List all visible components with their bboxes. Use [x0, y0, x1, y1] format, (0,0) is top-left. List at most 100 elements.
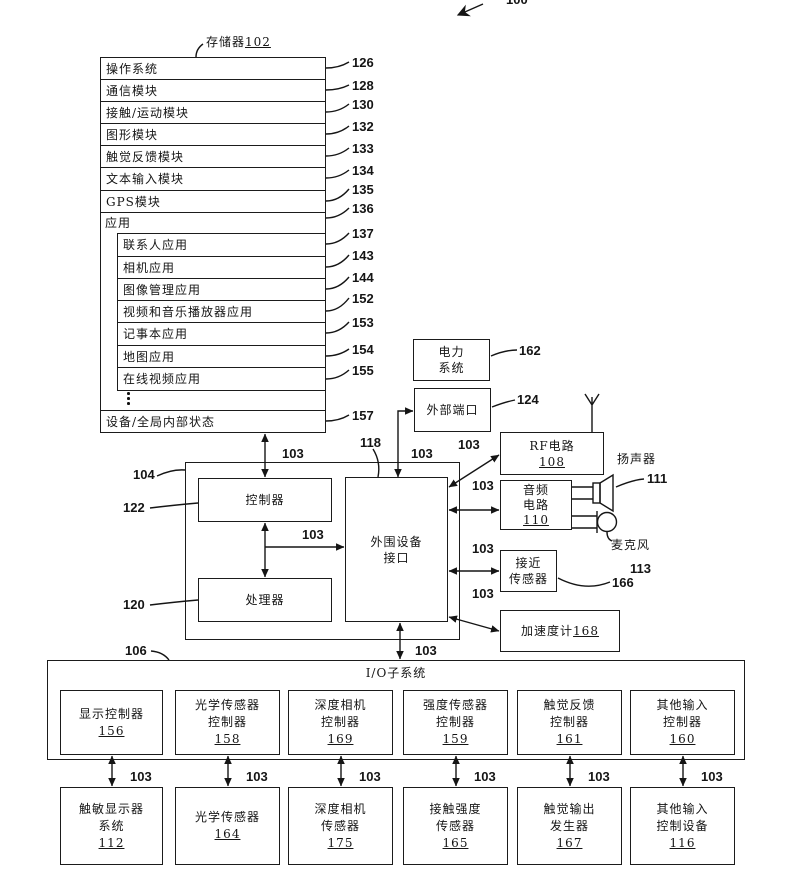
antenna-icon — [585, 394, 599, 432]
ref-gps-module: 135 — [352, 182, 374, 197]
memory-row-graphics-module: 图形模块 — [100, 123, 326, 146]
controller-ref: 161 — [557, 731, 583, 748]
device-line: 光学传感器 — [195, 809, 260, 826]
memory-ref-leaders — [326, 62, 349, 421]
ref-graphics-module: 132 — [352, 119, 374, 134]
leader-137 — [326, 233, 349, 244]
leader-124 — [492, 400, 515, 407]
other-input-controller-box: 其他输入 控制器 160 — [630, 690, 735, 755]
optical-sensor-box: 光学传感器 164 — [175, 787, 280, 865]
app-contacts: 联系人应用 — [117, 233, 326, 257]
processor-label: 处理器 — [245, 592, 284, 608]
optical-sensor-controller-box: 光学传感器 控制器 158 — [175, 690, 280, 755]
leader-154 — [326, 349, 349, 356]
ref-microphone: 113 — [630, 561, 651, 576]
figure-ref: 100 — [506, 0, 528, 7]
ref-speaker: 111 — [647, 471, 667, 486]
ref-chip: 104 — [133, 467, 155, 482]
device-line: 触觉输出 — [543, 801, 595, 818]
app-label: 在线视频应用 — [123, 371, 201, 387]
ref-operating-system: 126 — [352, 55, 374, 70]
microphone-label: 麦克风 — [611, 537, 650, 553]
module-label: 操作系统 — [106, 61, 158, 77]
device-ref: 164 — [215, 826, 241, 843]
module-label: 接触/运动模块 — [106, 105, 189, 121]
leader-126 — [326, 62, 349, 68]
ref-app-video-music-player: 152 — [352, 291, 374, 306]
device-line: 接触强度 — [429, 801, 481, 818]
bus-label-controller-processor: 103 — [302, 527, 324, 542]
bus-label-accelerometer: 103 — [472, 586, 494, 601]
audio-circuitry-ref: 110 — [523, 513, 549, 528]
app-label: 相机应用 — [123, 260, 175, 276]
memory-row-contact-motion-module: 接触/运动模块 — [100, 101, 326, 124]
bus-label-memory: 103 — [282, 446, 304, 461]
haptic-feedback-controller-box: 触觉反馈 控制器 161 — [517, 690, 622, 755]
controller-line: 触觉反馈 — [543, 697, 595, 714]
device-ref: 165 — [443, 835, 469, 852]
bus-label-intensity: 103 — [474, 769, 496, 784]
ref-communication-module: 128 — [352, 78, 374, 93]
controller-line: 控制器 — [436, 714, 475, 731]
ref-haptic-feedback-module: 133 — [352, 141, 374, 156]
microphone-icon — [597, 511, 617, 533]
audio-circuitry-line-1: 音频 — [523, 483, 549, 498]
controller-label: 控制器 — [245, 492, 284, 508]
rf-circuitry-label: RF电路 — [529, 438, 574, 454]
proximity-sensor-line-1: 接近 — [515, 555, 541, 571]
app-label: 联系人应用 — [123, 237, 188, 253]
contact-intensity-sensor-box: 接触强度 传感器 165 — [403, 787, 508, 865]
device-line: 控制设备 — [656, 818, 708, 835]
speaker-label: 扬声器 — [617, 451, 656, 467]
leader-130 — [326, 104, 349, 112]
processor-box: 处理器 — [198, 578, 332, 622]
leader-143 — [326, 255, 349, 267]
applications-label: 应用 — [105, 215, 131, 231]
leader-136 — [326, 208, 349, 218]
leader-162 — [491, 350, 517, 356]
bus-label-audio: 103 — [472, 478, 494, 493]
ref-proximity-sensor: 166 — [612, 575, 634, 590]
bus-label-display: 103 — [130, 769, 152, 784]
memory-ref: 102 — [245, 35, 271, 49]
app-label: 地图应用 — [123, 349, 175, 365]
ref-contact-motion-module: 130 — [352, 97, 374, 112]
controller-line: 控制器 — [663, 714, 702, 731]
bus-label-other-input: 103 — [701, 769, 723, 784]
ref-app-map: 154 — [352, 342, 374, 357]
controller-ref: 158 — [215, 731, 241, 748]
memory-row-device-global-state: 设备/全局内部状态 — [100, 410, 326, 433]
accelerometer-box: 加速度计168 — [500, 610, 620, 652]
ref-io-subsystem: 106 — [125, 643, 147, 658]
bus-label-rf: 103 — [458, 437, 480, 452]
controller-line: 深度相机 — [314, 697, 366, 714]
ref-processor: 120 — [123, 597, 145, 612]
ref-applications: 136 — [352, 201, 374, 216]
bus-label-haptic: 103 — [588, 769, 610, 784]
leader-134 — [326, 170, 349, 178]
ref-app-image-management: 144 — [352, 270, 374, 285]
ref-peripherals-interface: 118 — [360, 435, 381, 450]
leader-111 — [616, 479, 644, 487]
display-controller-box: 显示控制器 156 — [60, 690, 163, 755]
leader-106 — [151, 651, 169, 660]
app-label: 记事本应用 — [123, 326, 188, 342]
controller-ref: 169 — [328, 731, 354, 748]
power-system-line-1: 电力 — [438, 344, 464, 360]
app-camera: 相机应用 — [117, 256, 326, 279]
app-image-management: 图像管理应用 — [117, 278, 326, 301]
ref-app-notes: 153 — [352, 315, 374, 330]
controller-line: 显示控制器 — [79, 706, 144, 723]
app-notes: 记事本应用 — [117, 322, 326, 346]
peripherals-interface-line-2: 接口 — [383, 550, 409, 566]
power-system-box: 电力 系统 — [413, 339, 490, 381]
device-line: 发生器 — [550, 818, 589, 835]
state-label: 设备/全局内部状态 — [106, 414, 215, 430]
external-port-label: 外部端口 — [426, 402, 478, 418]
bus-label-depth: 103 — [359, 769, 381, 784]
controller-ref: 160 — [670, 731, 696, 748]
controller-box: 控制器 — [198, 478, 332, 522]
app-online-video: 在线视频应用 — [117, 367, 326, 391]
controller-line: 强度传感器 — [423, 697, 488, 714]
leader-152 — [326, 298, 349, 311]
